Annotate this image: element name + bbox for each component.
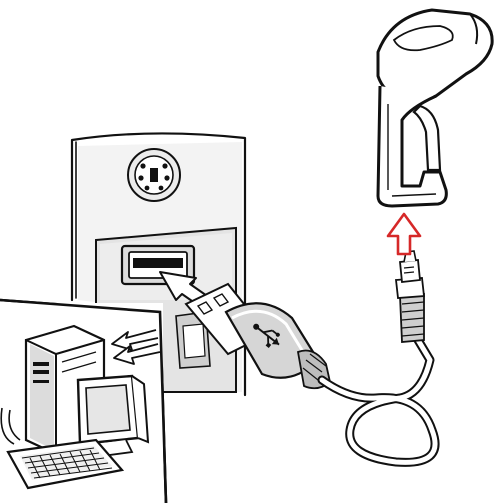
usb-cable [322, 330, 435, 462]
up-arrow-icon [388, 214, 420, 254]
barcode-scanner-icon [378, 10, 492, 206]
modular-plug-icon [396, 251, 424, 342]
ps2-port-icon [128, 149, 180, 201]
